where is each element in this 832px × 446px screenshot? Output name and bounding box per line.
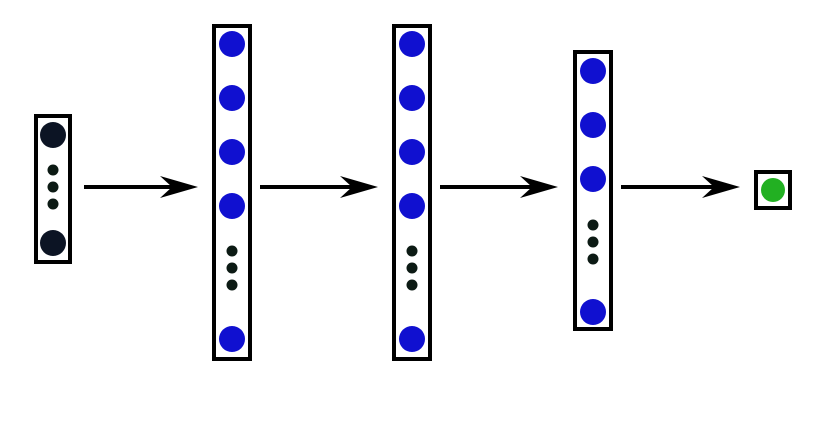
layer-4-hidden — [573, 50, 613, 331]
ellipsis-dot — [587, 219, 599, 231]
hidden-node — [219, 193, 245, 219]
hidden-node — [580, 299, 606, 325]
ellipsis-dot — [47, 181, 59, 193]
output-node — [761, 178, 785, 202]
hidden-node — [399, 85, 425, 111]
layer-box — [392, 24, 432, 361]
input-node — [40, 122, 66, 148]
arrow-4 — [621, 176, 740, 198]
hidden-node — [399, 193, 425, 219]
ellipsis-dot — [47, 164, 59, 176]
hidden-node — [219, 85, 245, 111]
ellipsis-dot — [226, 262, 238, 274]
hidden-node — [399, 31, 425, 57]
ellipsis-dot — [226, 245, 238, 257]
ellipsis-dot — [406, 262, 418, 274]
hidden-node — [580, 58, 606, 84]
ellipsis-dot — [406, 279, 418, 291]
ellipsis-dot — [47, 198, 59, 210]
hidden-node — [580, 112, 606, 138]
ellipsis-dot — [587, 236, 599, 248]
input-node — [40, 230, 66, 256]
ellipsis-dot — [226, 279, 238, 291]
arrow-head — [160, 176, 198, 198]
hidden-node — [580, 166, 606, 192]
hidden-node — [219, 31, 245, 57]
arrow-2 — [260, 176, 378, 198]
layer-2-hidden — [212, 24, 252, 361]
hidden-node — [399, 139, 425, 165]
layer-5-output — [754, 170, 792, 210]
arrow-head — [340, 176, 378, 198]
layer-box — [212, 24, 252, 361]
ellipsis-dot — [406, 245, 418, 257]
layer-3-hidden — [392, 24, 432, 361]
arrow-head — [520, 176, 558, 198]
arrow-head — [702, 176, 740, 198]
arrow-3 — [440, 176, 558, 198]
hidden-node — [399, 326, 425, 352]
layer-1-input — [34, 114, 72, 264]
hidden-node — [219, 139, 245, 165]
arrow-1 — [84, 176, 198, 198]
hidden-node — [219, 326, 245, 352]
ellipsis-dot — [587, 253, 599, 265]
